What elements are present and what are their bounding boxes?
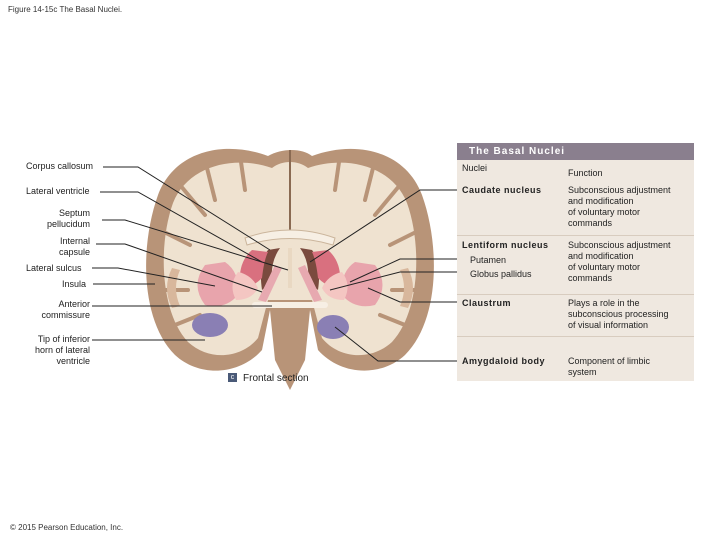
septum-pellucidum (288, 248, 292, 288)
col-header-nuclei: Nuclei (462, 163, 488, 173)
row-lentiform-nucleus: Lentiform nucleus (462, 240, 549, 250)
lateral-ventricle-left (260, 248, 280, 290)
row-divider (457, 294, 694, 295)
corpus-callosum (244, 229, 336, 246)
label-lateral-ventricle: Lateral ventricle (26, 186, 90, 196)
basal-nuclei-table: The Basal Nuclei Nuclei Function Caudate… (457, 143, 694, 381)
anterior-commissure (252, 302, 328, 308)
col-header-function: Function (568, 168, 603, 178)
row-caudate-nucleus: Caudate nucleus (462, 185, 542, 195)
globus-pallidus-right (322, 272, 348, 300)
row-divider (457, 235, 694, 236)
row-divider (457, 336, 694, 337)
row-amygdaloid-body: Amygdaloid body (462, 356, 546, 366)
amygdaloid-body-left (192, 313, 228, 337)
label-lateral-sulcus: Lateral sulcus (26, 263, 82, 273)
label-insula: Insula (62, 279, 87, 289)
internal-capsule-right (298, 265, 322, 302)
row-globus-pallidus: Globus pallidus (470, 269, 532, 279)
row-claustrum: Claustrum (462, 298, 512, 308)
label-corpus-callosum: Corpus callosum (26, 161, 94, 171)
section-label: Frontal section (243, 373, 309, 384)
leader-lines (92, 166, 458, 362)
row-putamen: Putamen (470, 255, 507, 265)
putamen-right (341, 262, 383, 307)
figure-title: Figure 14-15c The Basal Nuclei. (8, 5, 123, 14)
copyright: © 2015 Pearson Education, Inc. (10, 523, 124, 532)
amygdaloid-body-right (317, 315, 349, 339)
internal-capsule-left (258, 265, 282, 302)
insula-right (400, 268, 413, 308)
table-title: The Basal Nuclei (457, 143, 694, 160)
section-badge: c (228, 373, 237, 382)
lateral-ventricle-right (300, 248, 320, 290)
